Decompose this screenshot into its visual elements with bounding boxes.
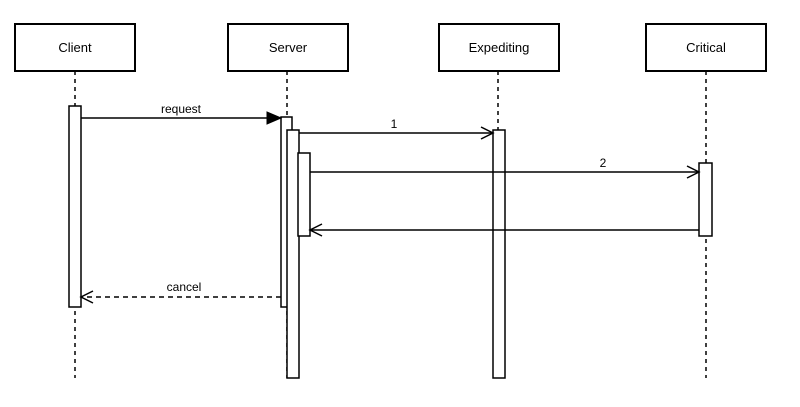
- message-request-label: request: [161, 102, 202, 116]
- message-return-arrowhead: [308, 223, 323, 237]
- actor-expediting: Expediting: [438, 23, 560, 72]
- message-cancel: cancel: [79, 280, 281, 304]
- actor-label-expediting: Expediting: [469, 40, 530, 55]
- actor-server: Server: [227, 23, 349, 72]
- actor-box-expediting: [438, 23, 560, 72]
- message-return: [308, 223, 699, 237]
- message-cancel-label: cancel: [167, 280, 202, 294]
- actor-client: Client: [14, 23, 136, 72]
- message-2: 2: [310, 156, 701, 179]
- message-2-label: 2: [600, 156, 607, 170]
- message-request: request: [81, 102, 283, 125]
- activation-bar-critical: [698, 162, 713, 237]
- message-1: 1: [299, 117, 495, 140]
- message-2-arrowhead: [686, 165, 701, 179]
- actor-box-server: [227, 23, 349, 72]
- message-1-arrowhead: [480, 126, 495, 140]
- actor-label-critical: Critical: [686, 40, 726, 55]
- activation-bar-server-3: [297, 152, 311, 237]
- activation-bar-client: [68, 105, 82, 308]
- activation-bar-server-2: [286, 129, 300, 379]
- actor-label-client: Client: [58, 40, 92, 55]
- message-request-arrowhead: [266, 111, 283, 125]
- message-1-label: 1: [391, 117, 398, 131]
- activation-bar-expediting: [492, 129, 506, 379]
- actor-critical: Critical: [645, 23, 767, 72]
- actor-box-critical: [645, 23, 767, 72]
- message-cancel-arrowhead: [79, 290, 94, 304]
- actor-label-server: Server: [269, 40, 308, 55]
- actor-box-client: [14, 23, 136, 72]
